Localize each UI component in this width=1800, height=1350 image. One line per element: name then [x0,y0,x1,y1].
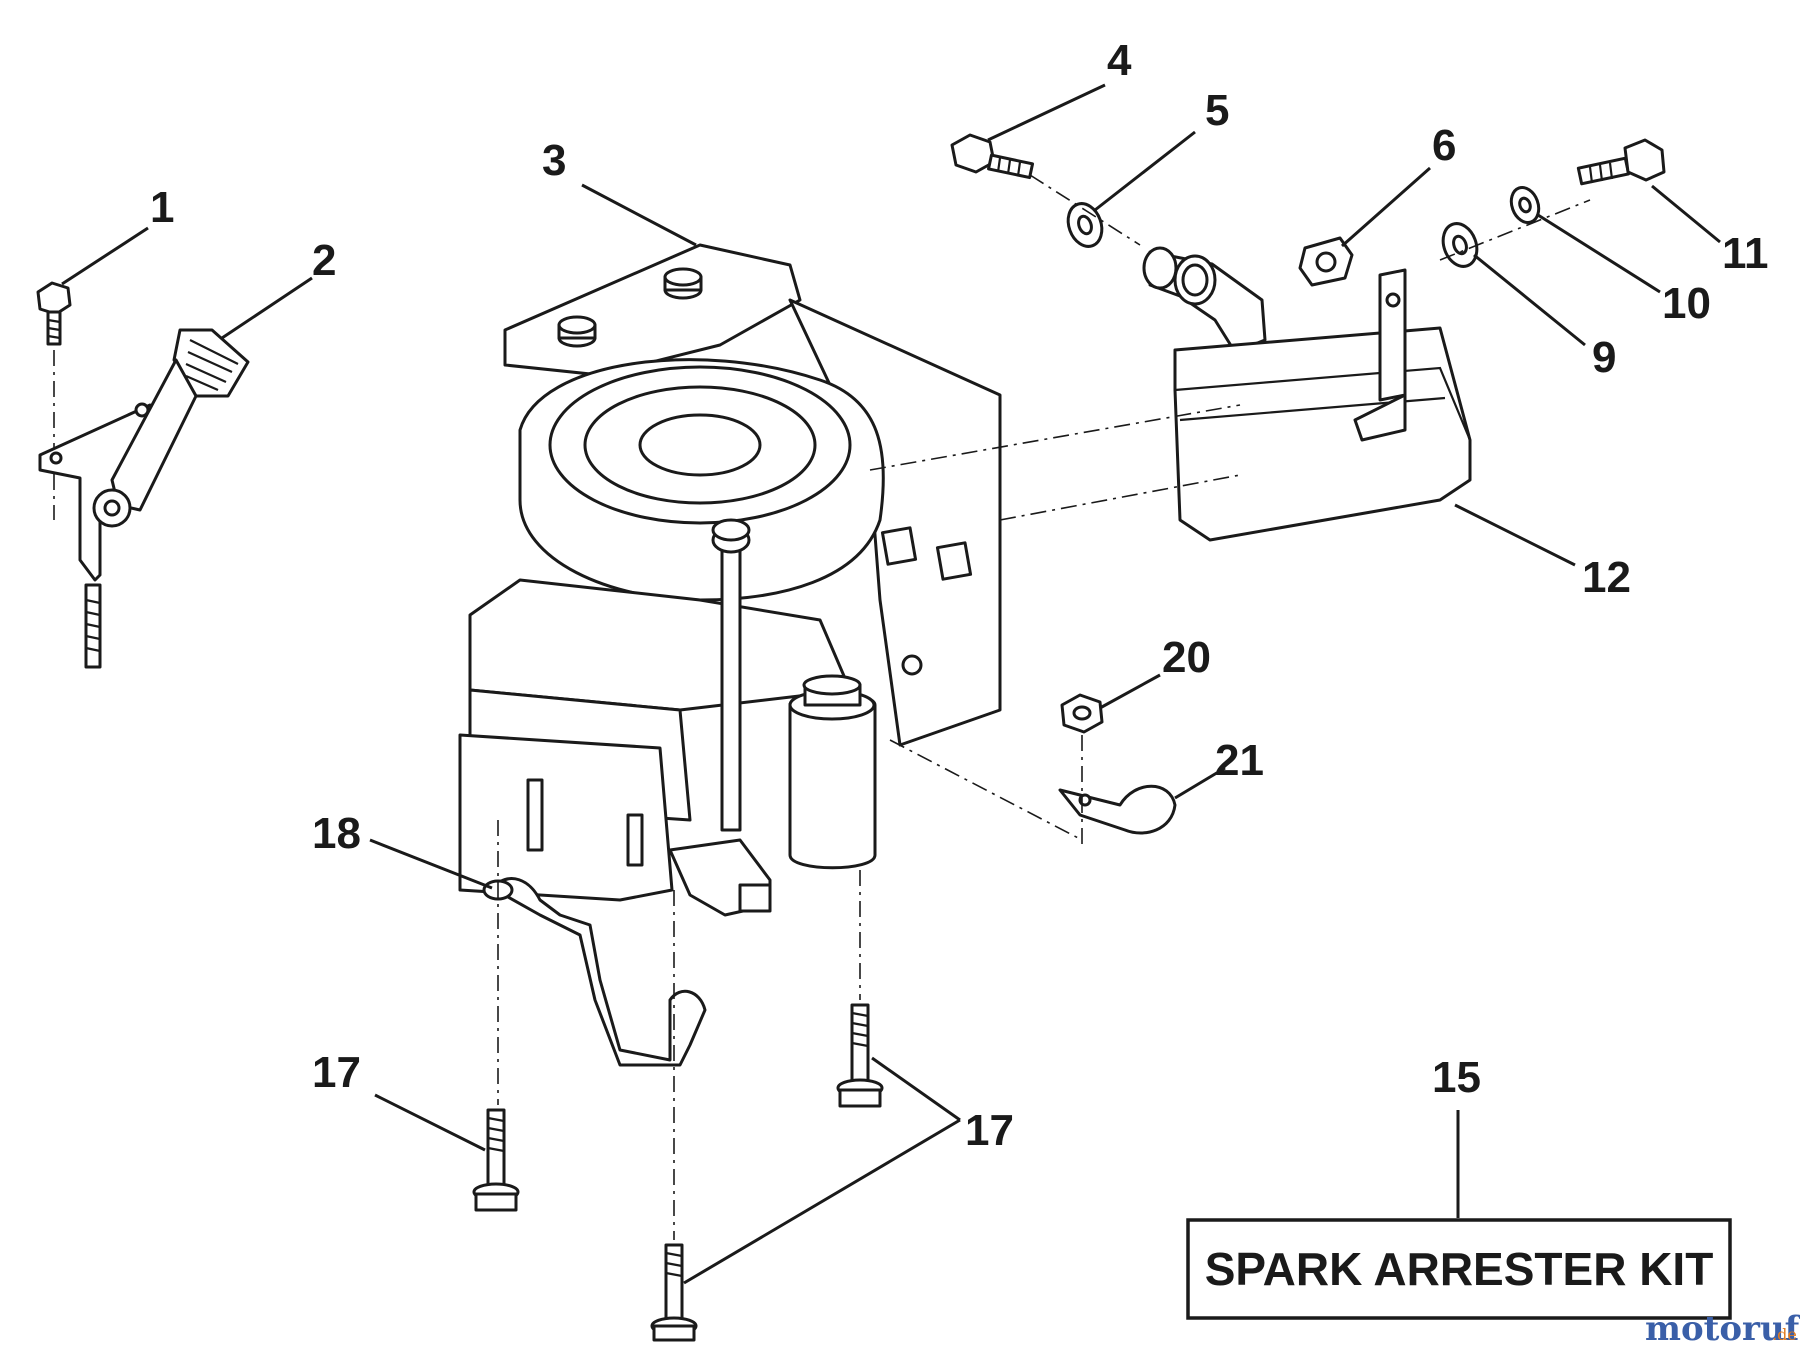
callout-4: 4 [1107,36,1132,85]
leader-17-left [374,1093,486,1152]
axis-line-bolt4 [1029,174,1141,246]
bolt-part-4 [950,133,1035,180]
leader-5 [1094,130,1196,212]
bolt-part-17-bottom [650,1243,698,1342]
spark-arrester-kit-box: SPARK ARRESTER KIT [1186,1218,1732,1320]
exhaust-elbow [1142,246,1267,354]
leader-4 [987,83,1106,142]
callout-11: 11 [1722,229,1769,278]
axis-line-muffler-engine-mid [999,474,1241,521]
leader-17-right-b [683,1118,961,1285]
callout-3: 3 [542,136,566,185]
leader-12 [1454,503,1576,567]
bolt-part-17-left [472,1108,520,1212]
callout-18: 18 [312,809,361,858]
leader-11 [1651,184,1721,244]
callout-15: 15 [1432,1053,1481,1102]
callout-9: 9 [1592,333,1616,382]
axis-line-muffler-engine-top [869,404,1241,471]
gasket-part-6 [1298,236,1354,287]
callout-17-right: 17 [965,1106,1014,1155]
engine-part-3 [458,243,1002,917]
spark-arrester-kit-label: SPARK ARRESTER KIT [1205,1243,1714,1295]
leader-9 [1473,253,1586,347]
bolt-part-11 [1576,138,1666,186]
bolt-part-1 [36,281,72,346]
leader-21 [1174,766,1226,800]
callout-5: 5 [1205,86,1229,135]
callout-10: 10 [1662,279,1711,328]
leader-20 [1099,673,1161,710]
leader-6 [1341,166,1431,248]
nut-part-20 [1060,693,1104,734]
leader-18 [369,838,493,890]
watermark-tld: .de [1772,1325,1797,1344]
bolt-part-17-middle [836,1003,884,1108]
clamp-part-21 [1058,784,1177,835]
oil-drain-tube-part-18 [490,877,707,1067]
callout-20: 20 [1162,633,1211,682]
leader-10 [1537,213,1661,294]
muffler-part-12 [1173,268,1472,542]
callout-6: 6 [1432,121,1456,170]
watermark-logo: motoruf .de [1645,1309,1800,1349]
callout-17-left: 17 [312,1048,361,1097]
leader-3 [581,183,697,247]
callout-12: 12 [1582,553,1631,602]
axis-line-filter-clamp [889,739,1083,841]
leader-2 [221,276,313,340]
throttle-control-part-2 [38,328,250,669]
washer-part-10 [1509,186,1541,224]
leader-1 [61,226,149,286]
callout-2: 2 [312,236,336,285]
axis-line-muffler [1439,199,1591,261]
watermark-text: motoruf [1645,1309,1800,1349]
callout-1: 1 [150,183,174,232]
callout-21: 21 [1215,736,1264,785]
leader-17-right-a [871,1056,961,1122]
